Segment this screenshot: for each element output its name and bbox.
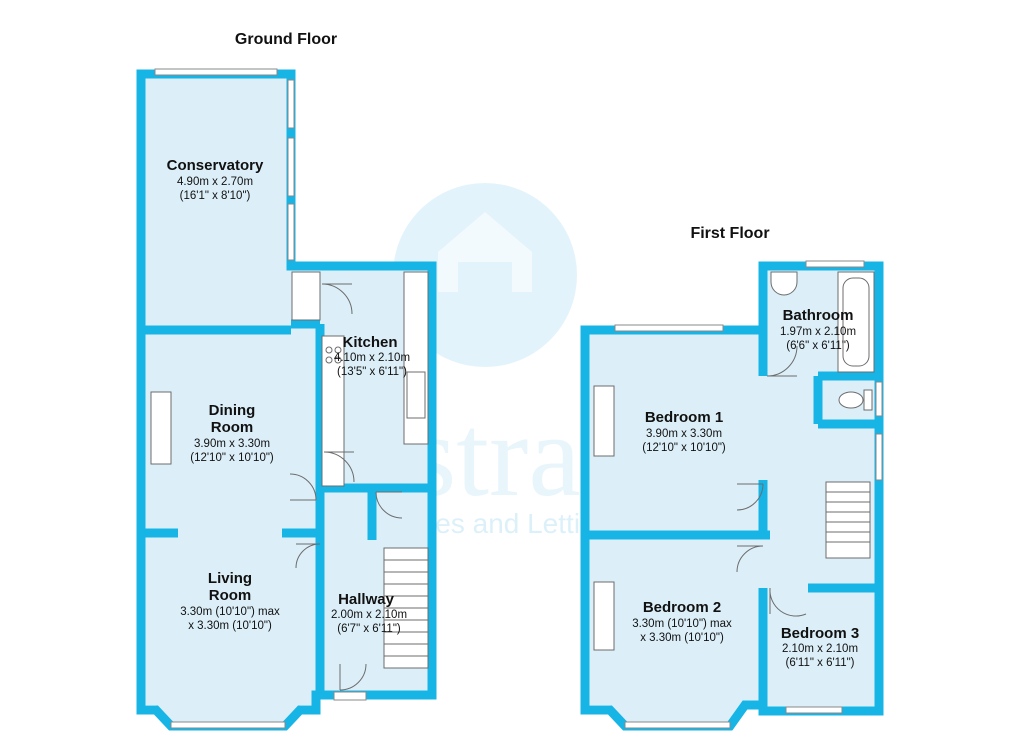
bedroom-1-door-swing bbox=[736, 483, 764, 511]
wc-cistern bbox=[863, 389, 873, 411]
front-door-swing bbox=[339, 663, 367, 691]
dining-room-dims-metric: 3.90m x 3.30m bbox=[194, 438, 270, 450]
bathtub-inner bbox=[842, 277, 870, 367]
wc-window bbox=[875, 381, 883, 417]
bathroom-door-swing bbox=[766, 345, 798, 377]
hob-ring-2 bbox=[334, 346, 342, 354]
front-door bbox=[333, 691, 367, 701]
bedroom-1-area bbox=[585, 330, 763, 535]
bedroom-2-bay-window bbox=[624, 721, 731, 729]
conservatory-name: Conservatory bbox=[167, 157, 264, 174]
first-floor-stairs bbox=[825, 481, 871, 559]
bathroom-name: Bathroom bbox=[783, 307, 854, 324]
cupboard-door-swing bbox=[321, 283, 353, 315]
conservatory-area bbox=[141, 74, 291, 330]
conservatory-side-window-2 bbox=[287, 137, 295, 197]
bedroom-3-area bbox=[763, 588, 879, 707]
dining-room-dims-imperial: (12'10" x 10'10") bbox=[190, 452, 274, 464]
bathroom-basin bbox=[770, 271, 798, 296]
bedroom-1-dims-metric: 3.90m x 3.30m bbox=[646, 428, 722, 440]
living-room-area bbox=[141, 533, 316, 722]
bedroom-1-fireplace bbox=[593, 385, 615, 457]
bathtub bbox=[837, 271, 875, 373]
bedroom-1-dims-imperial: (12'10" x 10'10") bbox=[642, 442, 726, 454]
hallway-dims-imperial: (6'7" x 6'11") bbox=[337, 623, 401, 635]
understairs-door-swing bbox=[375, 491, 403, 519]
bedroom-3-door-swing bbox=[769, 587, 807, 617]
bedroom-3-name: Bedroom 3 bbox=[781, 625, 859, 642]
bedroom-2-name: Bedroom 2 bbox=[643, 599, 721, 616]
bathroom-window bbox=[805, 260, 865, 268]
bathroom-dims-imperial: (6'6" x 6'11") bbox=[786, 340, 850, 352]
ground-floor: Ground Floor Conservatory 4.90m x 2.70m … bbox=[136, 31, 437, 731]
dining-door-swing bbox=[289, 473, 317, 501]
wc-toilet bbox=[838, 391, 864, 409]
kitchen-counter-left bbox=[321, 335, 345, 487]
ground-floor-title: Ground Floor bbox=[235, 31, 337, 48]
living-room-dims-metric: 3.30m (10'10") max bbox=[180, 606, 280, 618]
hob-ring-3 bbox=[325, 356, 333, 364]
conservatory-dims-imperial: (16'1" x 8'10") bbox=[180, 190, 251, 202]
bedroom-3-window bbox=[785, 706, 843, 714]
watermark-house-icon bbox=[438, 212, 532, 292]
dining-room-name-line1: Dining bbox=[209, 402, 256, 419]
conservatory-dims-metric: 4.90m x 2.70m bbox=[177, 176, 253, 188]
kitchen-label: Kitchen bbox=[342, 334, 397, 351]
ground-stairs bbox=[383, 547, 429, 669]
kitchen-dims-imperial: (13'5" x 6'11") bbox=[337, 366, 407, 378]
bedroom-3-dims-metric: 2.10m x 2.10m bbox=[782, 643, 858, 655]
hob-ring-1 bbox=[325, 346, 333, 354]
hallway-name: Hallway bbox=[338, 591, 395, 608]
living-room-dims-imperial: x 3.30m (10'10") bbox=[188, 620, 272, 632]
bedroom-2-door-swing bbox=[736, 545, 764, 573]
bedroom-2-area bbox=[585, 535, 763, 722]
hob-ring-4 bbox=[334, 356, 342, 364]
living-room-name-line2: Room bbox=[209, 587, 252, 604]
bedroom-1-name: Bedroom 1 bbox=[645, 409, 723, 426]
dining-room-name-line2: Room bbox=[211, 419, 254, 436]
first-floor-title: First Floor bbox=[690, 225, 769, 242]
first-floor: First Floor Bathroom 1.97m x 2.10m (6'6"… bbox=[580, 225, 884, 731]
watermark-logo-circle bbox=[393, 183, 577, 367]
living-door-swing bbox=[295, 543, 321, 569]
kitchen-sink bbox=[406, 371, 426, 419]
kitchen-dims-metric: 4.10m x 2.10m bbox=[334, 352, 410, 364]
bedroom-2-dims-metric: 3.30m (10'10") max bbox=[632, 618, 732, 630]
dining-fireplace bbox=[150, 391, 172, 465]
bedroom-3-dims-imperial: (6'11" x 6'11") bbox=[785, 657, 854, 669]
bedroom-2-dims-imperial: x 3.30m (10'10") bbox=[640, 632, 724, 644]
ground-outer-wall bbox=[136, 69, 437, 731]
conservatory-top-window bbox=[154, 68, 278, 76]
landing-window bbox=[875, 433, 883, 481]
kitchen-door-swing bbox=[323, 451, 355, 483]
hallway-dims-metric: 2.00m x 2.10m bbox=[331, 609, 407, 621]
bathroom-dims-metric: 1.97m x 2.10m bbox=[780, 326, 856, 338]
bedroom-2-fireplace bbox=[593, 581, 615, 651]
conservatory-side-window-1 bbox=[287, 79, 295, 129]
conservatory-side-window-3 bbox=[287, 203, 295, 261]
bedroom-1-window bbox=[614, 324, 724, 332]
bay-window bbox=[170, 721, 286, 729]
kitchen-cupboard bbox=[291, 271, 321, 321]
living-room-name-line1: Living bbox=[208, 570, 252, 587]
